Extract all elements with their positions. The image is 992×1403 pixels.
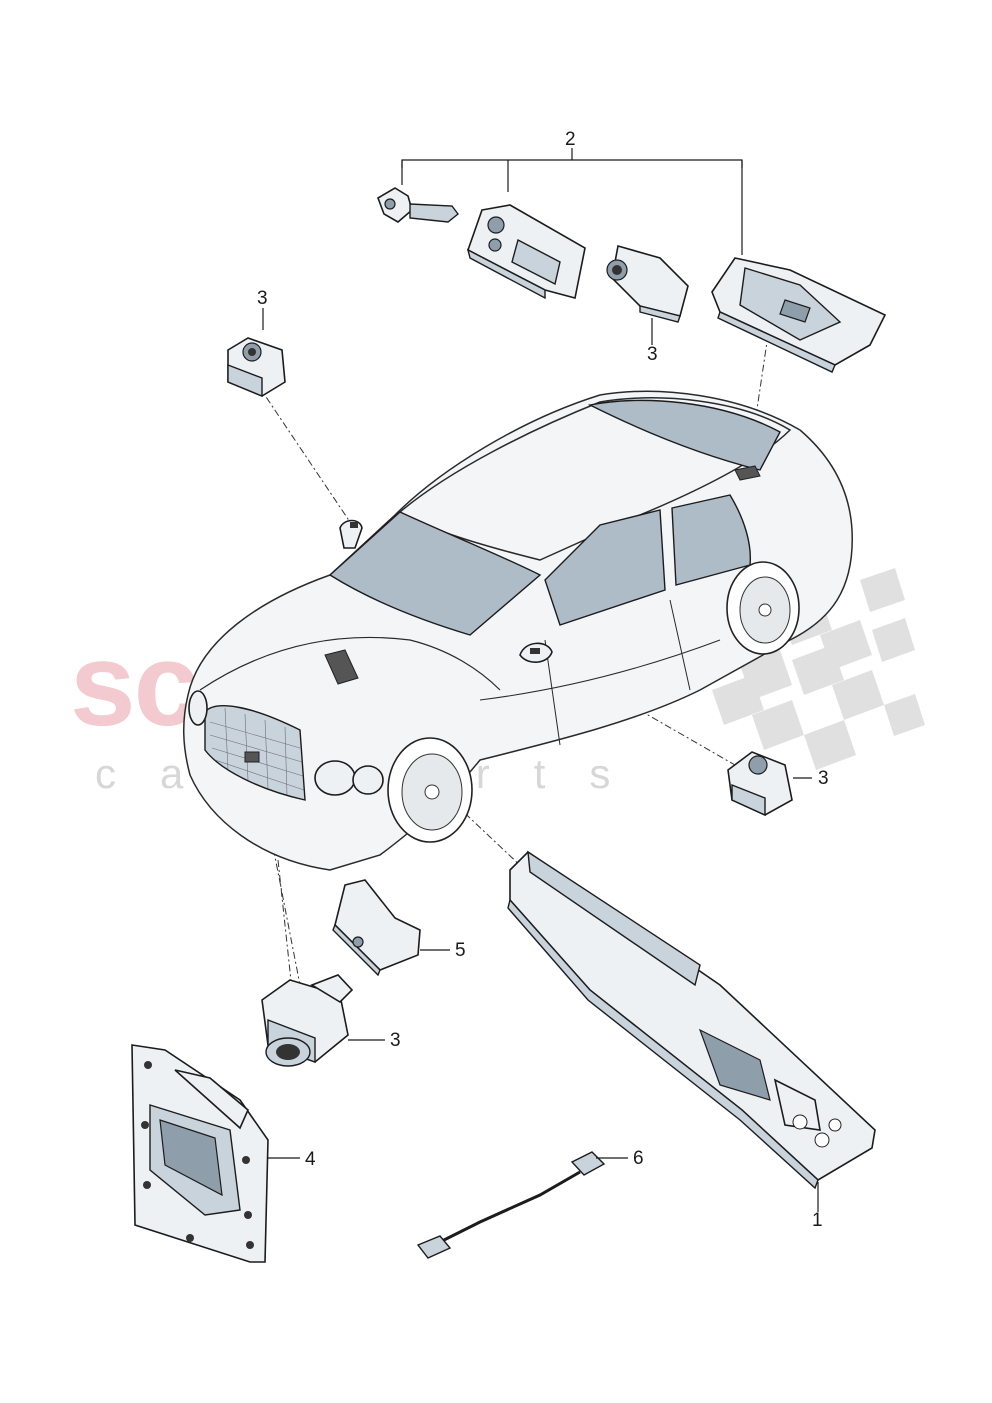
part-4-mounting-plate: 4	[131, 1044, 316, 1263]
front-camera-marker	[244, 751, 260, 763]
callout-3-mirror: 3	[818, 768, 829, 789]
rear-wheel	[726, 561, 800, 655]
hood-marker	[324, 649, 359, 685]
part-1-control-unit: 1	[507, 850, 876, 1231]
callout-3-front: 3	[390, 1030, 401, 1051]
camera-module-top-left: 3	[227, 288, 286, 398]
checkered-flag-icon	[700, 568, 925, 770]
camera-bracket-icon	[466, 204, 586, 300]
callout-4: 4	[305, 1149, 316, 1170]
camera-module-mirror: 3	[727, 751, 829, 817]
car-illustration	[183, 390, 853, 871]
side-window-front	[544, 509, 666, 626]
rear-camera-housing-icon	[711, 257, 887, 373]
front-wheel	[387, 737, 473, 843]
callout-5: 5	[455, 940, 466, 961]
part-5-bracket: 5	[332, 879, 466, 977]
windshield	[328, 511, 542, 636]
part-6-cable: 6	[416, 1148, 644, 1259]
part-2-assembly: 2 3	[377, 129, 887, 373]
camera-module-front: 3	[261, 974, 401, 1067]
rear-camera-marker	[734, 465, 761, 481]
cable-connector-left	[416, 1235, 452, 1259]
camera-module-icon	[606, 244, 689, 345]
callout-1: 1	[812, 1210, 823, 1231]
callout-3-top-center: 3	[647, 344, 658, 365]
rear-window	[587, 399, 781, 471]
washer-nozzle-icon	[377, 187, 459, 223]
callout-6: 6	[633, 1148, 644, 1169]
headlight-outer	[352, 765, 384, 795]
callout-3-top-left: 3	[257, 288, 268, 309]
headlight-inner	[314, 760, 356, 796]
callout-2: 2	[565, 129, 576, 150]
cable-connector-right	[570, 1151, 606, 1176]
